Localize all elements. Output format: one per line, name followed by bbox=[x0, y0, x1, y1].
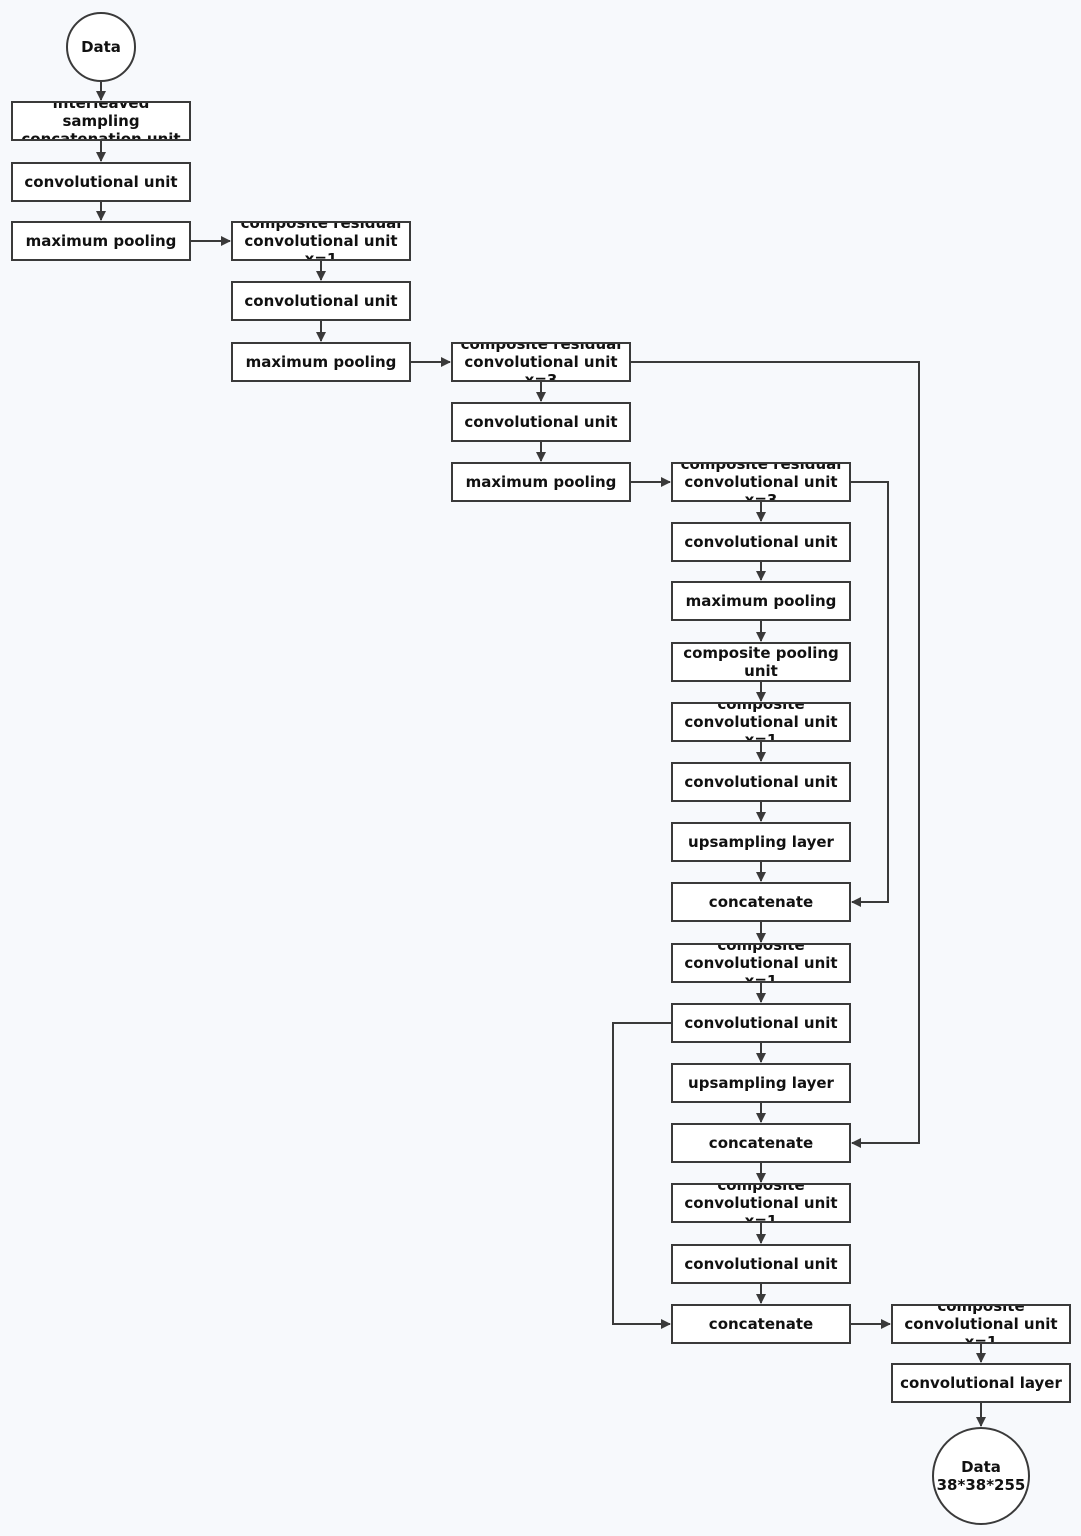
node-b1: interleaved sampling concatenation unit bbox=[11, 101, 191, 141]
node-b3: maximum pooling bbox=[11, 221, 191, 261]
node-e2: convolutional unit bbox=[671, 522, 851, 562]
node-e11: upsampling layer bbox=[671, 1063, 851, 1103]
node-e5: composite convolutional unit x=1 bbox=[671, 702, 851, 742]
node-e15: concatenate bbox=[671, 1304, 851, 1344]
node-d1: composite residual convolutional unit x=… bbox=[451, 342, 631, 382]
node-e8: concatenate bbox=[671, 882, 851, 922]
node-e9: composite convolutional unit x=1 bbox=[671, 943, 851, 983]
node-d3: maximum pooling bbox=[451, 462, 631, 502]
node-end: Data 38*38*255 bbox=[932, 1427, 1030, 1525]
node-c2: convolutional unit bbox=[231, 281, 411, 321]
node-d2: convolutional unit bbox=[451, 402, 631, 442]
edge-e10-to-e15 bbox=[612, 1022, 671, 1329]
node-e1: composite residual convolutional unit x=… bbox=[671, 462, 851, 502]
node-e7: upsampling layer bbox=[671, 822, 851, 862]
node-e4: composite pooling unit bbox=[671, 642, 851, 682]
node-e13: composite convolutional unit x=1 bbox=[671, 1183, 851, 1223]
node-c1: composite residual convolutional unit x=… bbox=[231, 221, 411, 261]
node-e3: maximum pooling bbox=[671, 581, 851, 621]
edge-d1-to-e12 bbox=[631, 361, 920, 1148]
node-e10: convolutional unit bbox=[671, 1003, 851, 1043]
edge-e1-to-e8 bbox=[851, 481, 889, 907]
node-f1: composite convolutional unit x=1 bbox=[891, 1304, 1071, 1344]
node-e12: concatenate bbox=[671, 1123, 851, 1163]
node-start: Data bbox=[66, 12, 136, 82]
node-e6: convolutional unit bbox=[671, 762, 851, 802]
node-f2: convolutional layer bbox=[891, 1363, 1071, 1403]
node-e14: convolutional unit bbox=[671, 1244, 851, 1284]
node-c3: maximum pooling bbox=[231, 342, 411, 382]
node-b2: convolutional unit bbox=[11, 162, 191, 202]
